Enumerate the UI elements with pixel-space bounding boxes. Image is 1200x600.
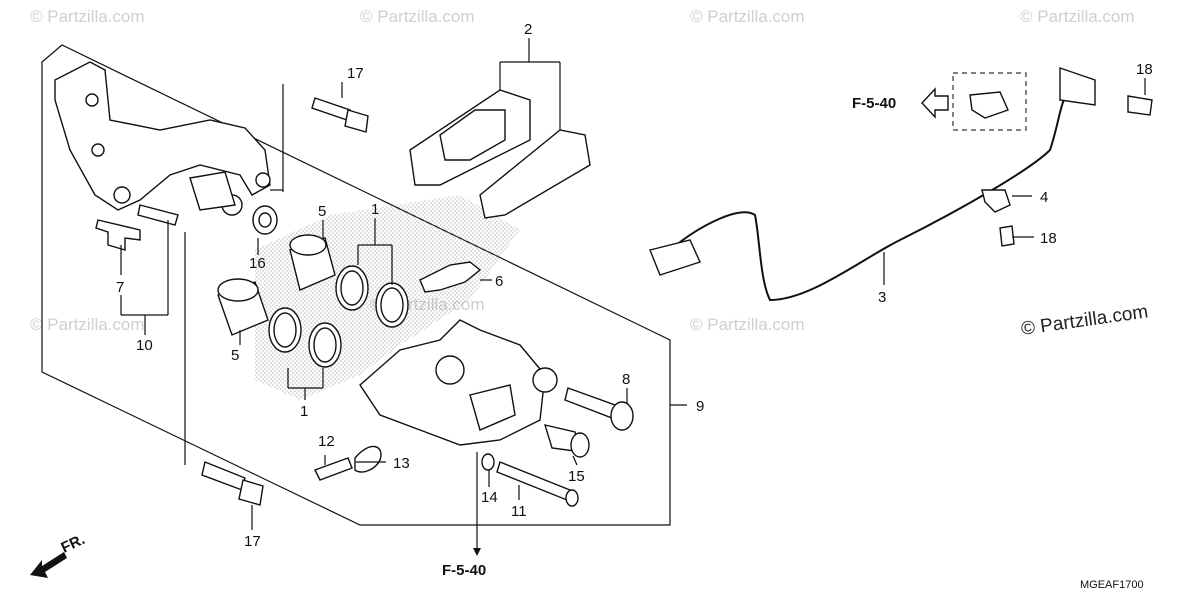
caliper-bracket <box>54 61 271 216</box>
callout-1: 1 <box>300 403 308 420</box>
watermark: © Partzilla.com <box>30 7 145 26</box>
caliper-pin <box>564 387 634 431</box>
ref-arrow-left <box>921 87 949 119</box>
diagram-code: MGEAF1700 <box>1080 579 1144 591</box>
watermark: © Partzilla.com <box>1020 7 1135 26</box>
callout-11: 11 <box>511 503 527 520</box>
callout-6: 6 <box>495 273 503 290</box>
sensor-bolt-lower <box>999 225 1015 247</box>
ref-arrow-down-head <box>473 548 481 556</box>
pad-pin <box>496 461 579 507</box>
callout-9: 9 <box>696 398 704 415</box>
caliper-body <box>359 319 558 446</box>
callout-16: 16 <box>249 255 266 272</box>
front-label: FR. <box>59 531 88 557</box>
sensor-bolt-upper <box>1127 95 1153 116</box>
watermark: © Partzilla.com <box>30 315 145 334</box>
callout-4: 4 <box>1040 189 1048 206</box>
callout-7: 7 <box>116 279 124 296</box>
bracket-bolt-bottom <box>201 461 264 506</box>
clamp-detail <box>969 91 1009 119</box>
piston-seals <box>268 265 409 368</box>
callout-18: 18 <box>1040 230 1057 247</box>
callout-15: 15 <box>568 468 585 485</box>
leader-lines <box>120 38 1146 530</box>
callout-18: 18 <box>1136 61 1153 78</box>
clamp-detail-box <box>952 72 1027 131</box>
callout-8: 8 <box>622 371 630 388</box>
caliper-assembly-outline <box>41 44 671 526</box>
reference-label-top: F-5-40 <box>852 95 896 112</box>
callout-10: 10 <box>136 337 153 354</box>
callout-5: 5 <box>231 347 239 364</box>
pin-plug <box>481 453 495 471</box>
watermark: © Partzilla.com <box>360 7 475 26</box>
callout-5: 5 <box>318 203 326 220</box>
bracket-bolt-top <box>311 97 369 133</box>
front-arrow-icon <box>30 552 67 578</box>
pin-boot <box>252 205 278 235</box>
wheel-speed-sensor <box>649 67 1096 302</box>
callout-1: 1 <box>371 201 379 218</box>
callout-17: 17 <box>347 65 364 82</box>
callout-17: 17 <box>244 533 261 550</box>
watermark: © Partzilla.com <box>690 315 805 334</box>
callout-2: 2 <box>524 21 532 38</box>
callout-3: 3 <box>878 289 886 306</box>
callout-12: 12 <box>318 433 335 450</box>
sensor-clamp <box>981 189 1011 213</box>
watermark: © Partzilla.com <box>690 7 805 26</box>
bleeder-screw <box>314 457 353 481</box>
watermark-layer: © Partzilla.com © Partzilla.com © Partzi… <box>30 7 1135 334</box>
reference-label-bottom: F-5-40 <box>442 562 486 579</box>
copyright-text: © Partzilla.com <box>1020 301 1150 340</box>
pad-spring-clip <box>95 219 141 251</box>
pistons <box>217 234 336 336</box>
bracket-pin <box>137 204 179 226</box>
callout-14: 14 <box>481 489 498 506</box>
banjo-bolt <box>543 424 590 458</box>
callout-numbers: 17 2 1 5 16 6 7 10 5 1 8 9 12 13 15 14 1… <box>116 21 1153 550</box>
pad-spring <box>419 261 482 293</box>
bleeder-cap <box>354 445 382 473</box>
callout-13: 13 <box>393 455 410 472</box>
